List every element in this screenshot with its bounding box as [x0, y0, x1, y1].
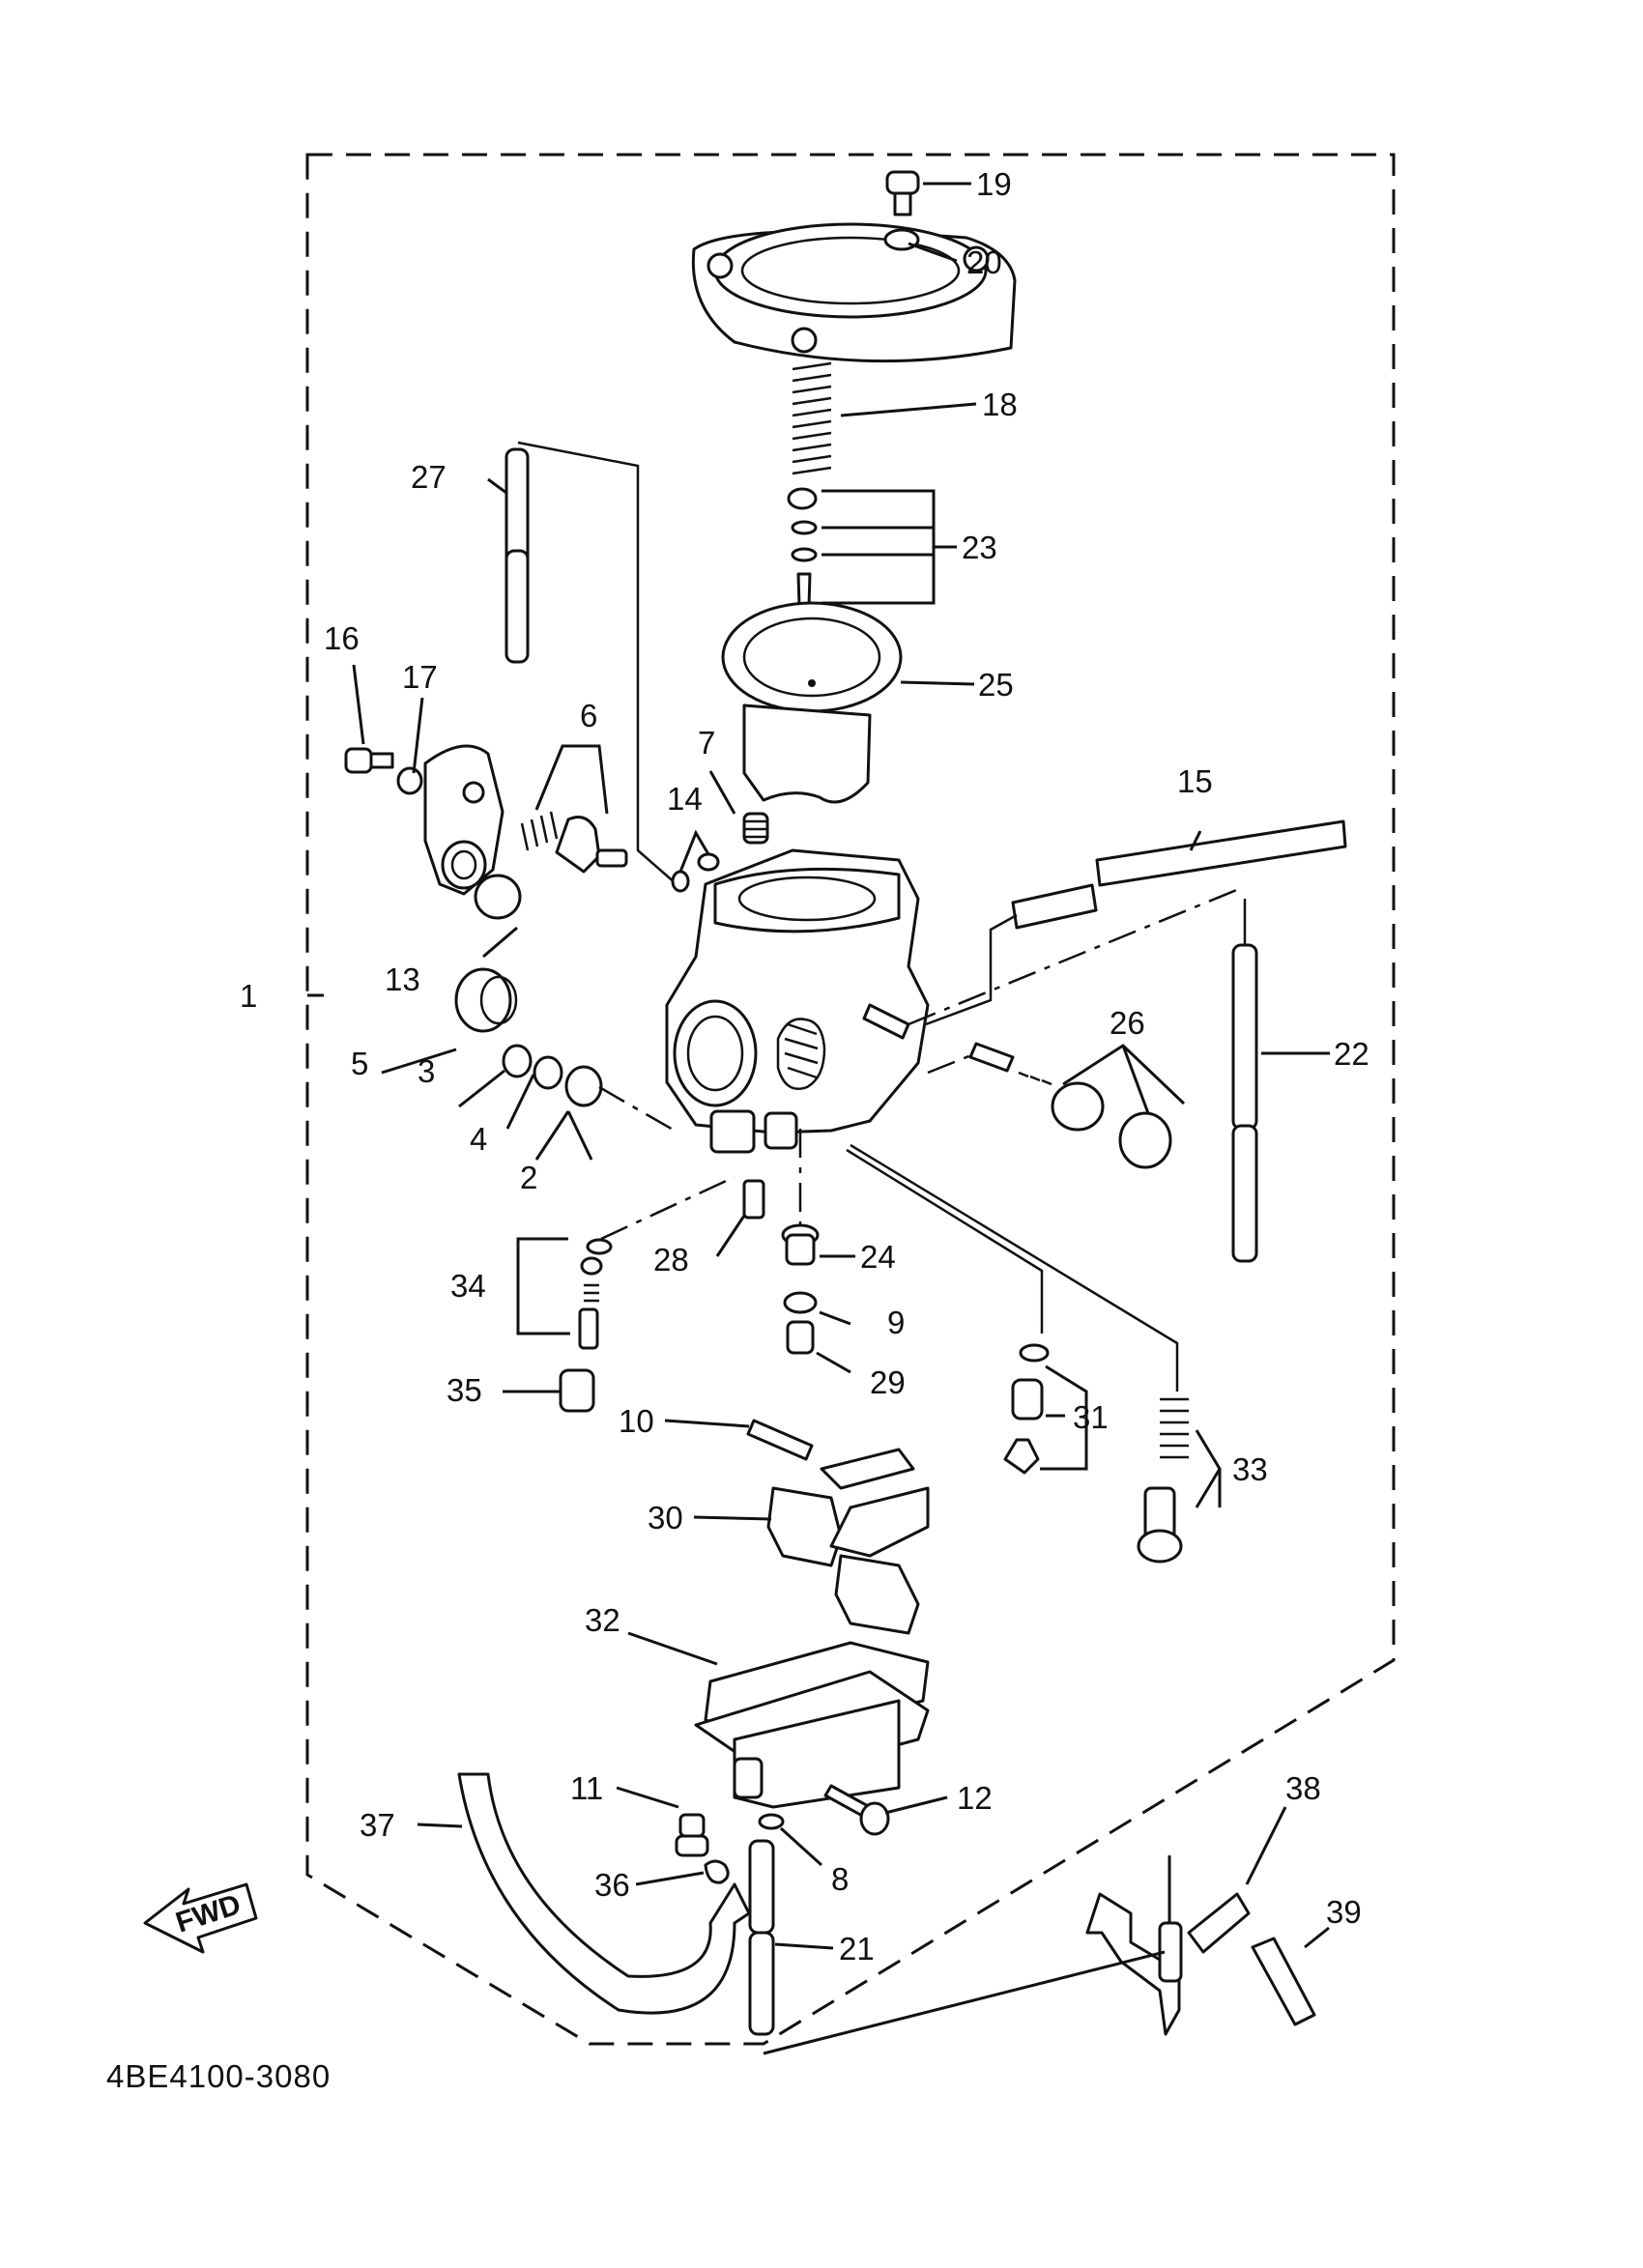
forward-arrow-icon: [143, 1882, 258, 1954]
hose-39: [1251, 1937, 1316, 2026]
seal-2: [564, 1065, 603, 1107]
plunger-set-6: [520, 811, 628, 874]
o-ring-8: [758, 1813, 785, 1830]
label-17: 17: [402, 659, 438, 695]
label-23: 23: [962, 530, 997, 565]
label-18: 18: [982, 387, 1018, 422]
carburetor-body: [665, 848, 930, 1154]
label-2: 2: [520, 1160, 537, 1195]
float-30: [766, 1448, 930, 1635]
needle-valve-31: [1003, 1378, 1044, 1475]
label-28: 28: [653, 1242, 689, 1278]
label-4: 4: [470, 1121, 487, 1157]
label-30: 30: [648, 1500, 683, 1536]
label-26: 26: [1110, 1005, 1145, 1041]
o-ring-13: [474, 874, 522, 920]
label-8: 8: [831, 1861, 849, 1897]
label-12: 12: [957, 1780, 993, 1816]
clip-36: [704, 1859, 730, 1884]
label-16: 16: [324, 620, 360, 656]
assembly-boundary: [305, 153, 1396, 2046]
label-10: 10: [619, 1403, 654, 1439]
label-22: 22: [1334, 1036, 1369, 1072]
label-37: 37: [360, 1807, 395, 1843]
label-20: 20: [966, 244, 1002, 280]
label-1: 1: [240, 978, 257, 1014]
label-36: 36: [594, 1867, 630, 1903]
clip-14b: [697, 852, 720, 872]
pilot-screw-set: [968, 1042, 1172, 1169]
float-chamber: [694, 1641, 930, 1809]
fuel-hose-15: [1011, 819, 1347, 930]
label-31: 31: [1073, 1399, 1109, 1435]
float-pin-10: [746, 1419, 814, 1461]
label-5: 5: [351, 1046, 368, 1081]
drain-pipe-21: [748, 1839, 775, 2036]
label-24: 24: [860, 1239, 896, 1275]
label-34: 34: [450, 1268, 486, 1304]
cap-35: [559, 1368, 595, 1413]
washer-4: [533, 1055, 563, 1090]
label-6: 6: [580, 698, 597, 733]
label-7: 7: [698, 725, 715, 761]
spring-7: [742, 812, 769, 845]
o-ring-31: [1019, 1343, 1050, 1363]
drain-hose-37: [457, 1772, 751, 2015]
cap-5: [454, 967, 518, 1033]
cover-screw: [885, 170, 920, 216]
label-19: 19: [976, 166, 1012, 202]
label-33: 33: [1232, 1451, 1268, 1487]
washer-9: [783, 1291, 818, 1314]
bracket-38: [1085, 1892, 1251, 2036]
spring-set-34: [578, 1238, 613, 1350]
spring-screw-33: [1137, 1397, 1189, 1564]
needle-jet-24: [781, 1223, 820, 1266]
drain-screw-12: [823, 1784, 890, 1836]
label-39: 39: [1326, 1894, 1362, 1930]
label-38: 38: [1285, 1770, 1321, 1806]
choke-cover: [423, 744, 504, 896]
label-13: 13: [385, 962, 420, 997]
vent-pipe-27: [504, 447, 530, 664]
label-25: 25: [978, 667, 1014, 703]
vent-pipe-22: [1231, 943, 1258, 1263]
diaphragm-piston: [721, 601, 903, 804]
diagram-code: 4BE4100-3080: [106, 2058, 331, 2094]
washer-17: [396, 766, 423, 795]
screw-11: [675, 1813, 709, 1857]
clip-14a: [671, 870, 690, 893]
main-jet-29: [786, 1320, 815, 1355]
label-27: 27: [411, 459, 447, 495]
diaphragm-spring: [792, 361, 832, 475]
label-14: 14: [667, 781, 703, 817]
screw-16: [344, 747, 394, 774]
label-9: 9: [887, 1305, 905, 1340]
label-3: 3: [418, 1053, 435, 1089]
label-15: 15: [1177, 763, 1213, 799]
washer-3: [502, 1044, 533, 1078]
label-29: 29: [870, 1364, 906, 1400]
label-11: 11: [570, 1770, 603, 1806]
label-32: 32: [585, 1602, 620, 1638]
label-35: 35: [447, 1372, 482, 1408]
jet-28: [742, 1179, 765, 1220]
label-21: 21: [839, 1931, 875, 1967]
